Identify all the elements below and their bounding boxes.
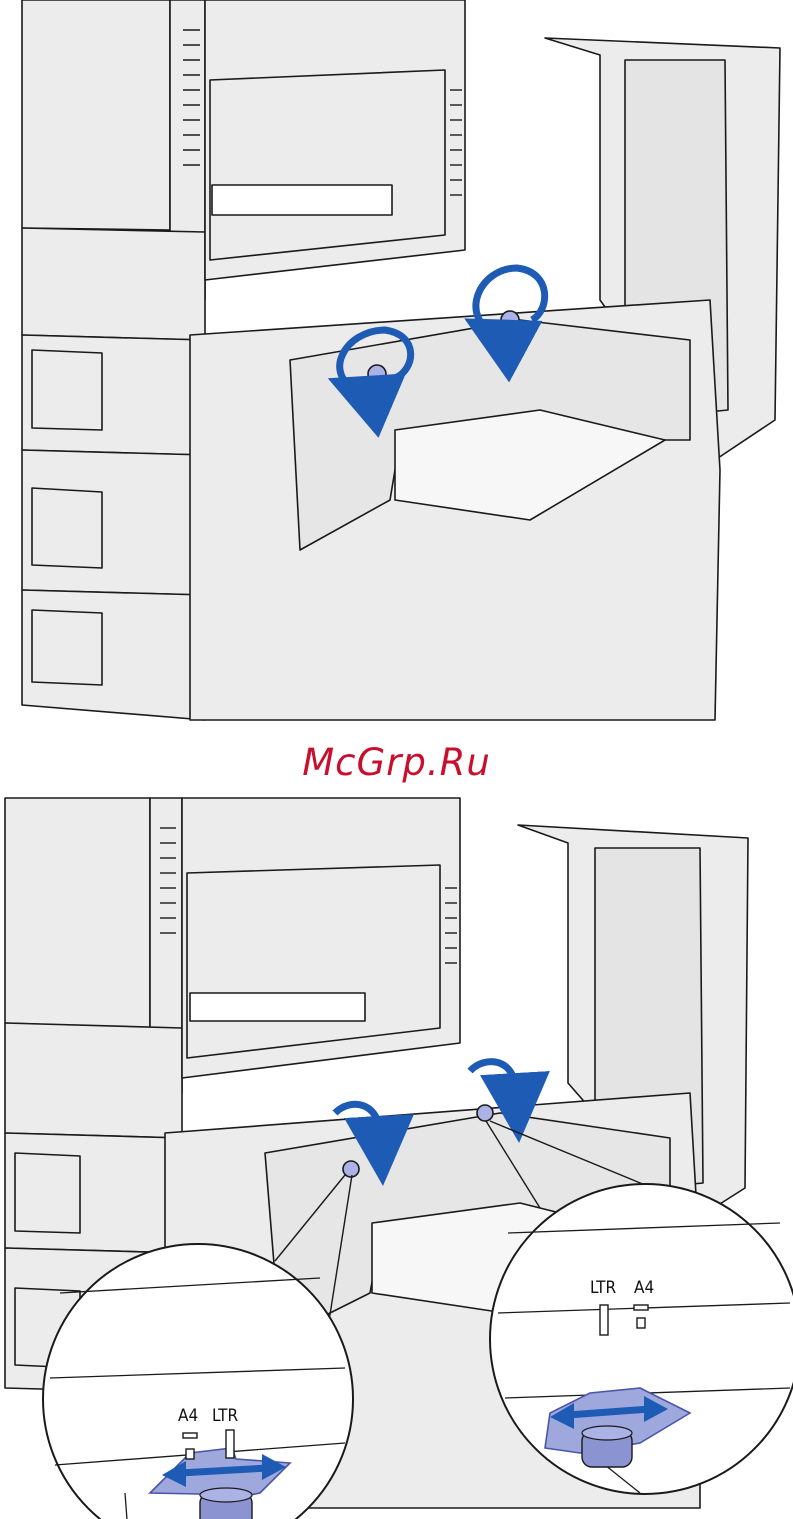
drawer-1 xyxy=(22,228,205,340)
label-ltr: LTR xyxy=(212,1406,239,1426)
watermark: McGrp.Ru xyxy=(0,738,793,788)
rear-door-slot xyxy=(212,185,392,215)
drawer-handle-2 xyxy=(32,488,102,568)
turn-down-arrow-icon xyxy=(470,1062,517,1108)
label-a4: A4 xyxy=(634,1278,654,1298)
rear-door-slot xyxy=(190,993,365,1021)
drawer-handle-3 xyxy=(32,610,102,685)
label-ltr: LTR xyxy=(590,1278,617,1298)
drawer-1 xyxy=(5,1023,182,1138)
right-guide-knob xyxy=(477,1105,493,1121)
drawer-handle-1 xyxy=(32,350,102,430)
bottom-illustration: A4 LTR LTR A4 xyxy=(0,793,793,1519)
left-guide-knob xyxy=(368,365,386,383)
printer-upper-body xyxy=(22,0,170,230)
label-a4: A4 xyxy=(178,1406,198,1426)
right-callout: LTR A4 xyxy=(490,1184,793,1494)
printer-upper-body xyxy=(5,798,150,1028)
rear-door-inner xyxy=(187,865,440,1058)
right-guide-knob xyxy=(501,311,519,329)
top-illustration-panel xyxy=(0,0,793,725)
bottom-illustration-panel: A4 LTR LTR A4 xyxy=(0,793,793,1519)
left-guide-knob xyxy=(343,1161,359,1177)
drawer-handle-1 xyxy=(15,1153,80,1233)
rear-door-inner xyxy=(210,70,445,260)
top-illustration xyxy=(0,0,793,725)
